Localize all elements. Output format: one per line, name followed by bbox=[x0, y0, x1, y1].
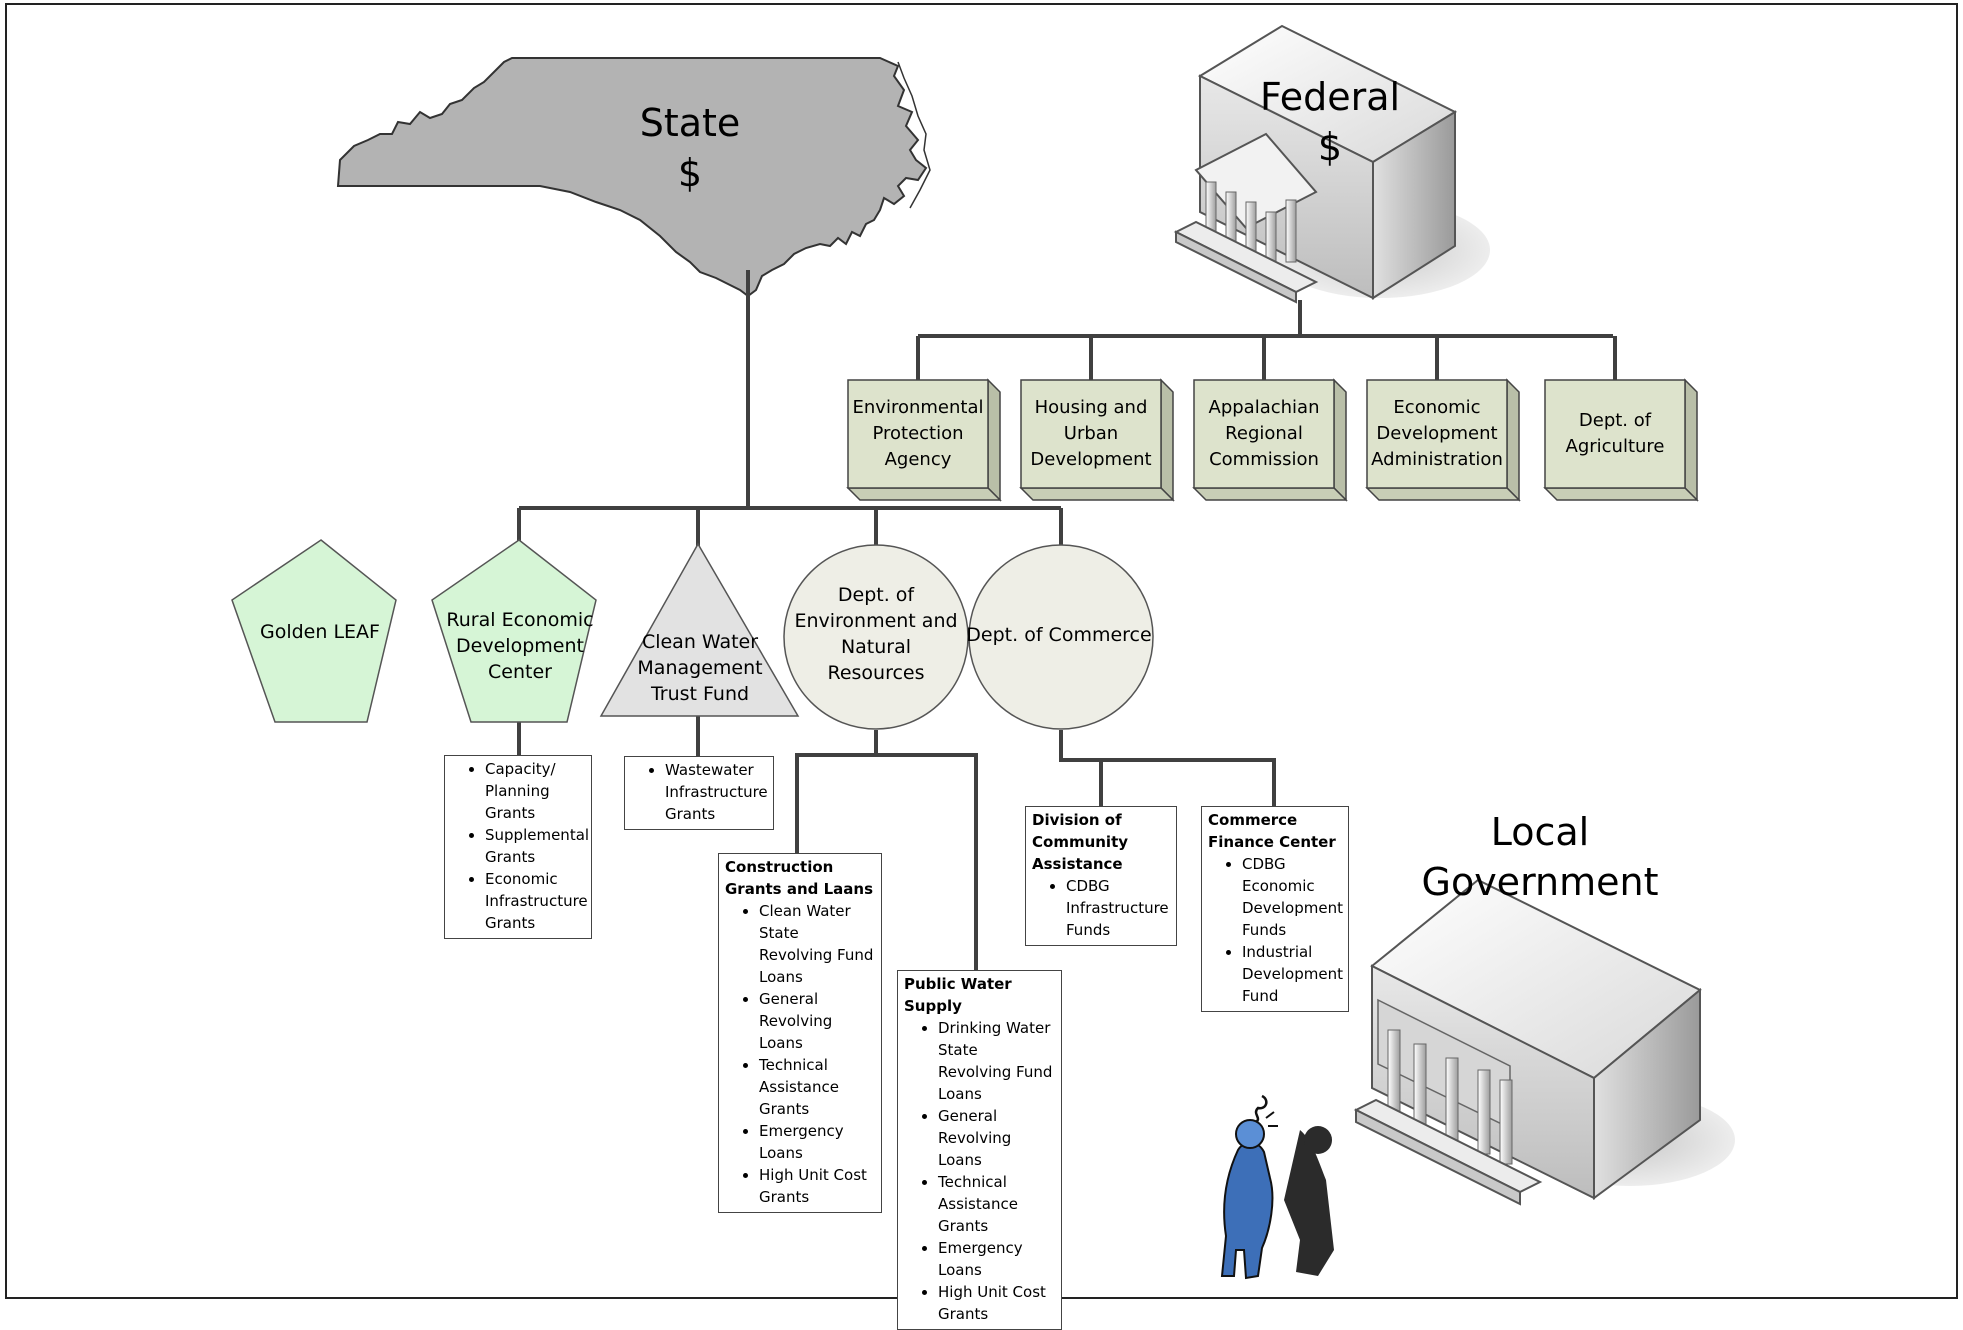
federal-agency-label: Environmental Protection Agency bbox=[852, 397, 984, 470]
program-item: CDBG Economic Development Funds bbox=[1242, 853, 1343, 941]
public-water-box-connector bbox=[876, 753, 978, 970]
program-item: Technical Assistance Grants bbox=[938, 1171, 1055, 1237]
public-water-supply-list: Drinking Water State Revolving Fund Loan… bbox=[904, 1017, 1055, 1325]
federal-agency-label: Economic Development Administration bbox=[1371, 397, 1503, 470]
agency-box-2 bbox=[1193, 379, 1335, 489]
agency-box-4 bbox=[1544, 379, 1686, 489]
agency-box-side bbox=[1684, 378, 1698, 502]
program-item: General Revolving Loans bbox=[938, 1105, 1055, 1171]
finance-box-connector bbox=[1061, 758, 1276, 806]
state-dollar-symbol: $ bbox=[677, 151, 703, 195]
federal-dollar-symbol: $ bbox=[1317, 125, 1343, 169]
diagram-canvas bbox=[5, 3, 1958, 1299]
agency-box-1 bbox=[1020, 379, 1162, 489]
puzzled-person-icon bbox=[1220, 1094, 1334, 1280]
construction-box-connector bbox=[795, 730, 878, 853]
federal-title: Federal bbox=[1259, 75, 1401, 119]
agency-box-side bbox=[987, 378, 1001, 502]
program-item: Wastewater Infrastructure Grants bbox=[665, 759, 768, 825]
community-assistance-list: CDBG Infrastructure Funds bbox=[1032, 875, 1170, 941]
community-assistance-box: Division of Community Assistance CDBG In… bbox=[1025, 806, 1177, 946]
finance-center-box: Commerce Finance Center CDBG Economic De… bbox=[1201, 806, 1349, 1012]
construction-grants-list: Clean Water State Revolving Fund LoansGe… bbox=[725, 900, 875, 1208]
denr-circle bbox=[783, 544, 969, 730]
program-item: General Revolving Loans bbox=[759, 988, 875, 1054]
finance-center-list: CDBG Economic Development FundsIndustria… bbox=[1208, 853, 1343, 1007]
construction-grants-title: Construction Grants and Laans bbox=[725, 858, 874, 898]
state-title: State bbox=[639, 101, 741, 145]
agency-box-bottom bbox=[1365, 487, 1521, 501]
program-item: Clean Water State Revolving Fund Loans bbox=[759, 900, 875, 988]
north-carolina-map bbox=[336, 57, 928, 298]
public-water-supply-title: Public Water Supply bbox=[904, 975, 1012, 1015]
rural-center-programs-list: Capacity/ Planning GrantsSupplemental Gr… bbox=[451, 758, 589, 934]
federal-building-icon bbox=[1173, 24, 1490, 304]
federal-agency-label: Appalachian Regional Commission bbox=[1208, 397, 1320, 470]
construction-grants-box: Construction Grants and Laans Clean Wate… bbox=[718, 853, 882, 1213]
agency-box-bottom bbox=[1543, 487, 1699, 501]
agency-box-0 bbox=[847, 379, 989, 489]
commerce-label: Dept. of Commerce bbox=[966, 624, 1152, 646]
agency-box-side bbox=[1160, 378, 1174, 502]
clean-water-label: Clean Water Management Trust Fund bbox=[637, 631, 763, 705]
golden-leaf-label: Golden LEAF bbox=[260, 621, 380, 643]
agency-box-bottom bbox=[1019, 487, 1175, 501]
golden-leaf-pentagon bbox=[231, 539, 397, 723]
outer-banks-line bbox=[897, 61, 931, 209]
denr-label: Dept. of Environment and Natural Resourc… bbox=[794, 584, 958, 684]
program-item: Emergency Loans bbox=[759, 1120, 875, 1164]
clean-water-programs-box: Wastewater Infrastructure Grants bbox=[624, 756, 774, 830]
program-item: High Unit Cost Grants bbox=[759, 1164, 875, 1208]
finance-center-title: Commerce Finance Center bbox=[1208, 811, 1336, 851]
diagram-stage: State $ Federal $ Local Government Envir… bbox=[0, 0, 1963, 1302]
program-item: Emergency Loans bbox=[938, 1237, 1055, 1281]
public-water-supply-box: Public Water Supply Drinking Water State… bbox=[897, 970, 1062, 1330]
program-item: High Unit Cost Grants bbox=[938, 1281, 1055, 1325]
rural-center-label: Rural Economic Development Center bbox=[446, 609, 594, 683]
program-item: CDBG Infrastructure Funds bbox=[1066, 875, 1170, 941]
agency-box-side bbox=[1506, 378, 1520, 502]
clean-water-triangle bbox=[599, 542, 800, 717]
program-item: Drinking Water State Revolving Fund Loan… bbox=[938, 1017, 1055, 1105]
local-government-title: Local Government bbox=[1421, 810, 1659, 904]
agency-box-bottom bbox=[1192, 487, 1348, 501]
community-box-connector bbox=[1059, 730, 1103, 806]
agency-box-side bbox=[1333, 378, 1347, 502]
federal-agency-label: Housing and Urban Development bbox=[1030, 397, 1152, 470]
program-item: Technical Assistance Grants bbox=[759, 1054, 875, 1120]
local-government-building-icon bbox=[1353, 878, 1735, 1206]
community-assistance-title: Division of Community Assistance bbox=[1032, 811, 1129, 873]
agency-box-bottom bbox=[846, 487, 1002, 501]
agency-box-3 bbox=[1366, 379, 1508, 489]
clean-water-programs-list: Wastewater Infrastructure Grants bbox=[631, 759, 768, 825]
rural-center-pentagon bbox=[431, 539, 597, 723]
program-item: Capacity/ Planning Grants bbox=[485, 758, 585, 824]
federal-agency-label: Dept. of Agriculture bbox=[1565, 410, 1665, 457]
rural-center-programs-box: Capacity/ Planning GrantsSupplemental Gr… bbox=[444, 755, 592, 939]
program-item: Industrial Development Fund bbox=[1242, 941, 1343, 1007]
program-item: Economic Infrastructure Grants bbox=[485, 868, 588, 934]
commerce-circle bbox=[968, 544, 1154, 730]
program-item: Supplemental Grants bbox=[485, 824, 589, 868]
